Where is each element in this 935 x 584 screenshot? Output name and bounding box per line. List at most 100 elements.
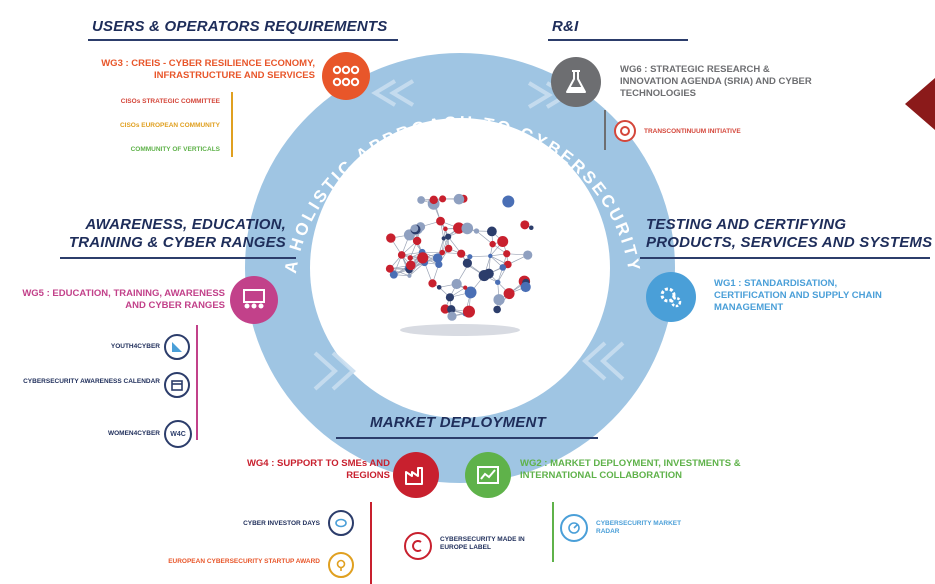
network-node xyxy=(461,222,474,235)
network-node xyxy=(386,233,396,243)
flask-icon xyxy=(551,57,601,107)
testing-title: TESTING AND CERTIFYING PRODUCTS, SERVICE… xyxy=(646,216,932,252)
network-node xyxy=(412,236,422,246)
network-node xyxy=(473,228,480,234)
network-node xyxy=(451,278,462,290)
network-node xyxy=(523,250,533,260)
network-node xyxy=(528,225,534,231)
nav-arrow-icon[interactable] xyxy=(905,78,935,130)
network-node xyxy=(428,279,437,288)
market-radar-icon xyxy=(560,514,588,542)
network-node xyxy=(397,251,406,259)
network-node xyxy=(447,311,457,321)
network-node xyxy=(463,285,468,290)
network-node xyxy=(441,236,446,241)
testing-underline xyxy=(640,257,930,259)
inner-circle xyxy=(310,118,610,418)
awareness-title: AWARENESS, EDUCATION, TRAINING & CYBER R… xyxy=(60,216,286,252)
network-node xyxy=(497,236,509,248)
ri-title: R&I xyxy=(552,18,579,35)
ri-wg6[interactable]: WG6 : STRATEGIC RESEARCH & INNOVATION AG… xyxy=(620,64,812,99)
network-node xyxy=(502,195,515,208)
network-node xyxy=(457,249,466,258)
calendar-icon xyxy=(164,372,190,398)
network-node xyxy=(407,273,412,278)
network-node xyxy=(433,253,443,263)
made-in-europe-icon xyxy=(404,532,432,560)
users-item-3[interactable]: COMMUNITY OF VERTICALS xyxy=(130,146,220,153)
market-left-connector xyxy=(370,502,372,584)
network-node xyxy=(467,254,473,260)
women4cyber-icon: W4C xyxy=(164,420,192,448)
chart-trend-icon xyxy=(465,452,511,498)
network-node xyxy=(453,193,465,205)
network-node xyxy=(499,264,507,271)
network-node xyxy=(405,260,416,271)
network-node xyxy=(462,258,472,268)
award-icon xyxy=(328,552,354,578)
users-wg3[interactable]: WG3 : CREIS - CYBER RESILIENCE ECONOMY, … xyxy=(101,58,315,81)
network-node xyxy=(520,220,530,230)
network-node xyxy=(443,226,448,232)
testing-wg1[interactable]: WG1 : STANDARDISATION, CERTIFICATION AND… xyxy=(714,278,882,313)
awareness-title-line1: AWARENESS, EDUCATION, xyxy=(85,216,286,233)
users-item-2[interactable]: CISOs EUROPEAN COMMUNITY xyxy=(119,122,220,129)
awareness-wg5[interactable]: WG5 : EDUCATION, TRAINING, AWARENESS AND… xyxy=(22,288,225,311)
network-node xyxy=(445,293,455,302)
ri-underline xyxy=(548,39,688,41)
testing-title-line1: TESTING AND CERTIFYING xyxy=(646,216,847,233)
network-node xyxy=(439,249,446,256)
users-underline xyxy=(88,39,398,41)
network-node xyxy=(445,233,452,240)
ri-item-1[interactable]: TRANSCONTINUUM INITIATIVE xyxy=(644,128,741,135)
users-grid-icon xyxy=(322,52,370,100)
users-item-1[interactable]: CISOs STRATEGIC COMMITTEE xyxy=(120,98,220,105)
network-node xyxy=(429,195,438,205)
factory-icon xyxy=(393,452,439,498)
network-node xyxy=(464,286,477,299)
network-node xyxy=(486,226,497,237)
investor-icon xyxy=(328,510,354,536)
network-node xyxy=(417,196,426,204)
testing-title-line2: PRODUCTS, SERVICES AND SYSTEMS xyxy=(646,234,933,251)
youth4cyber-icon xyxy=(164,334,190,360)
network-node xyxy=(436,216,445,226)
network-node xyxy=(493,305,501,314)
network-node xyxy=(489,240,496,248)
network-node xyxy=(444,244,453,253)
market-right-connector xyxy=(552,502,554,562)
network-node xyxy=(385,264,394,273)
classroom-icon xyxy=(230,276,278,324)
awareness-item-1[interactable]: YOUTH4CYBER xyxy=(110,343,160,350)
network-node xyxy=(439,195,447,203)
network-node xyxy=(503,250,511,258)
network-node xyxy=(520,281,531,293)
market-center-item[interactable]: CYBERSECURITY MADE IN EUROPE LABEL xyxy=(440,536,525,551)
awareness-connector xyxy=(196,325,198,440)
users-connector xyxy=(231,92,233,157)
awareness-item-2[interactable]: CYBERSECURITY AWARENESS CALENDAR xyxy=(23,378,160,385)
network-node xyxy=(435,260,443,269)
users-title: USERS & OPERATORS REQUIREMENTS xyxy=(92,18,388,35)
network-node xyxy=(410,224,419,233)
network-node xyxy=(436,285,442,290)
network-node xyxy=(440,304,450,314)
market-wg2[interactable]: WG2 : MARKET DEPLOYMENT, INVESTMENTS & I… xyxy=(520,458,741,481)
network-node xyxy=(493,294,505,306)
gears-icon xyxy=(646,272,696,322)
awareness-title-line2: TRAINING & CYBER RANGES xyxy=(68,234,286,251)
ri-connector xyxy=(604,110,606,150)
market-left-item-2[interactable]: EUROPEAN CYBERSECURITY STARTUP AWARD xyxy=(168,558,320,565)
network-shadow xyxy=(400,324,520,336)
network-node xyxy=(389,270,398,279)
transcontinuum-icon xyxy=(614,120,636,142)
market-title: MARKET DEPLOYMENT xyxy=(370,414,546,431)
market-underline xyxy=(336,437,598,439)
market-left-item-1[interactable]: CYBER INVESTOR DAYS xyxy=(243,520,320,527)
market-right-item[interactable]: CYBERSECURITY MARKET RADAR xyxy=(596,520,682,535)
awareness-item-3[interactable]: WOMEN4CYBER xyxy=(107,430,160,437)
market-wg4[interactable]: WG4 : SUPPORT TO SMEs AND REGIONS xyxy=(246,458,390,481)
network-node xyxy=(488,253,493,259)
network-node xyxy=(417,252,429,264)
network-node xyxy=(478,269,490,282)
